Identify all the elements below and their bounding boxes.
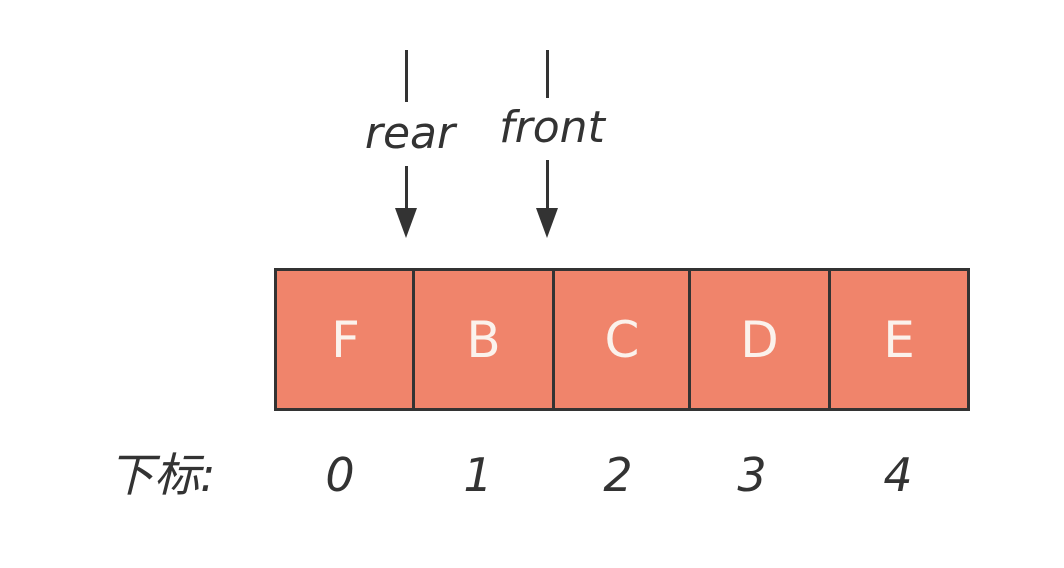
array-cell: E: [883, 310, 915, 369]
array-index: 4: [883, 448, 913, 502]
rear-label: rear: [364, 108, 456, 159]
cell-divider: [828, 271, 831, 408]
array-cell: F: [331, 310, 360, 369]
array-index: 1: [463, 448, 493, 502]
array-cell: C: [604, 310, 640, 369]
rear-arrow: [391, 50, 421, 240]
cell-divider: [688, 271, 691, 408]
array-index: 0: [325, 448, 355, 502]
index-row-label: 下标:: [108, 448, 216, 502]
array-cell: D: [740, 310, 779, 369]
array-index: 2: [603, 448, 633, 502]
array-cell: B: [466, 310, 501, 369]
cell-divider: [552, 271, 555, 408]
queue-array: F B C D E: [274, 268, 970, 411]
cell-divider: [412, 271, 415, 408]
front-label: front: [499, 102, 605, 153]
array-index: 3: [737, 448, 767, 502]
front-arrow: [532, 50, 562, 240]
